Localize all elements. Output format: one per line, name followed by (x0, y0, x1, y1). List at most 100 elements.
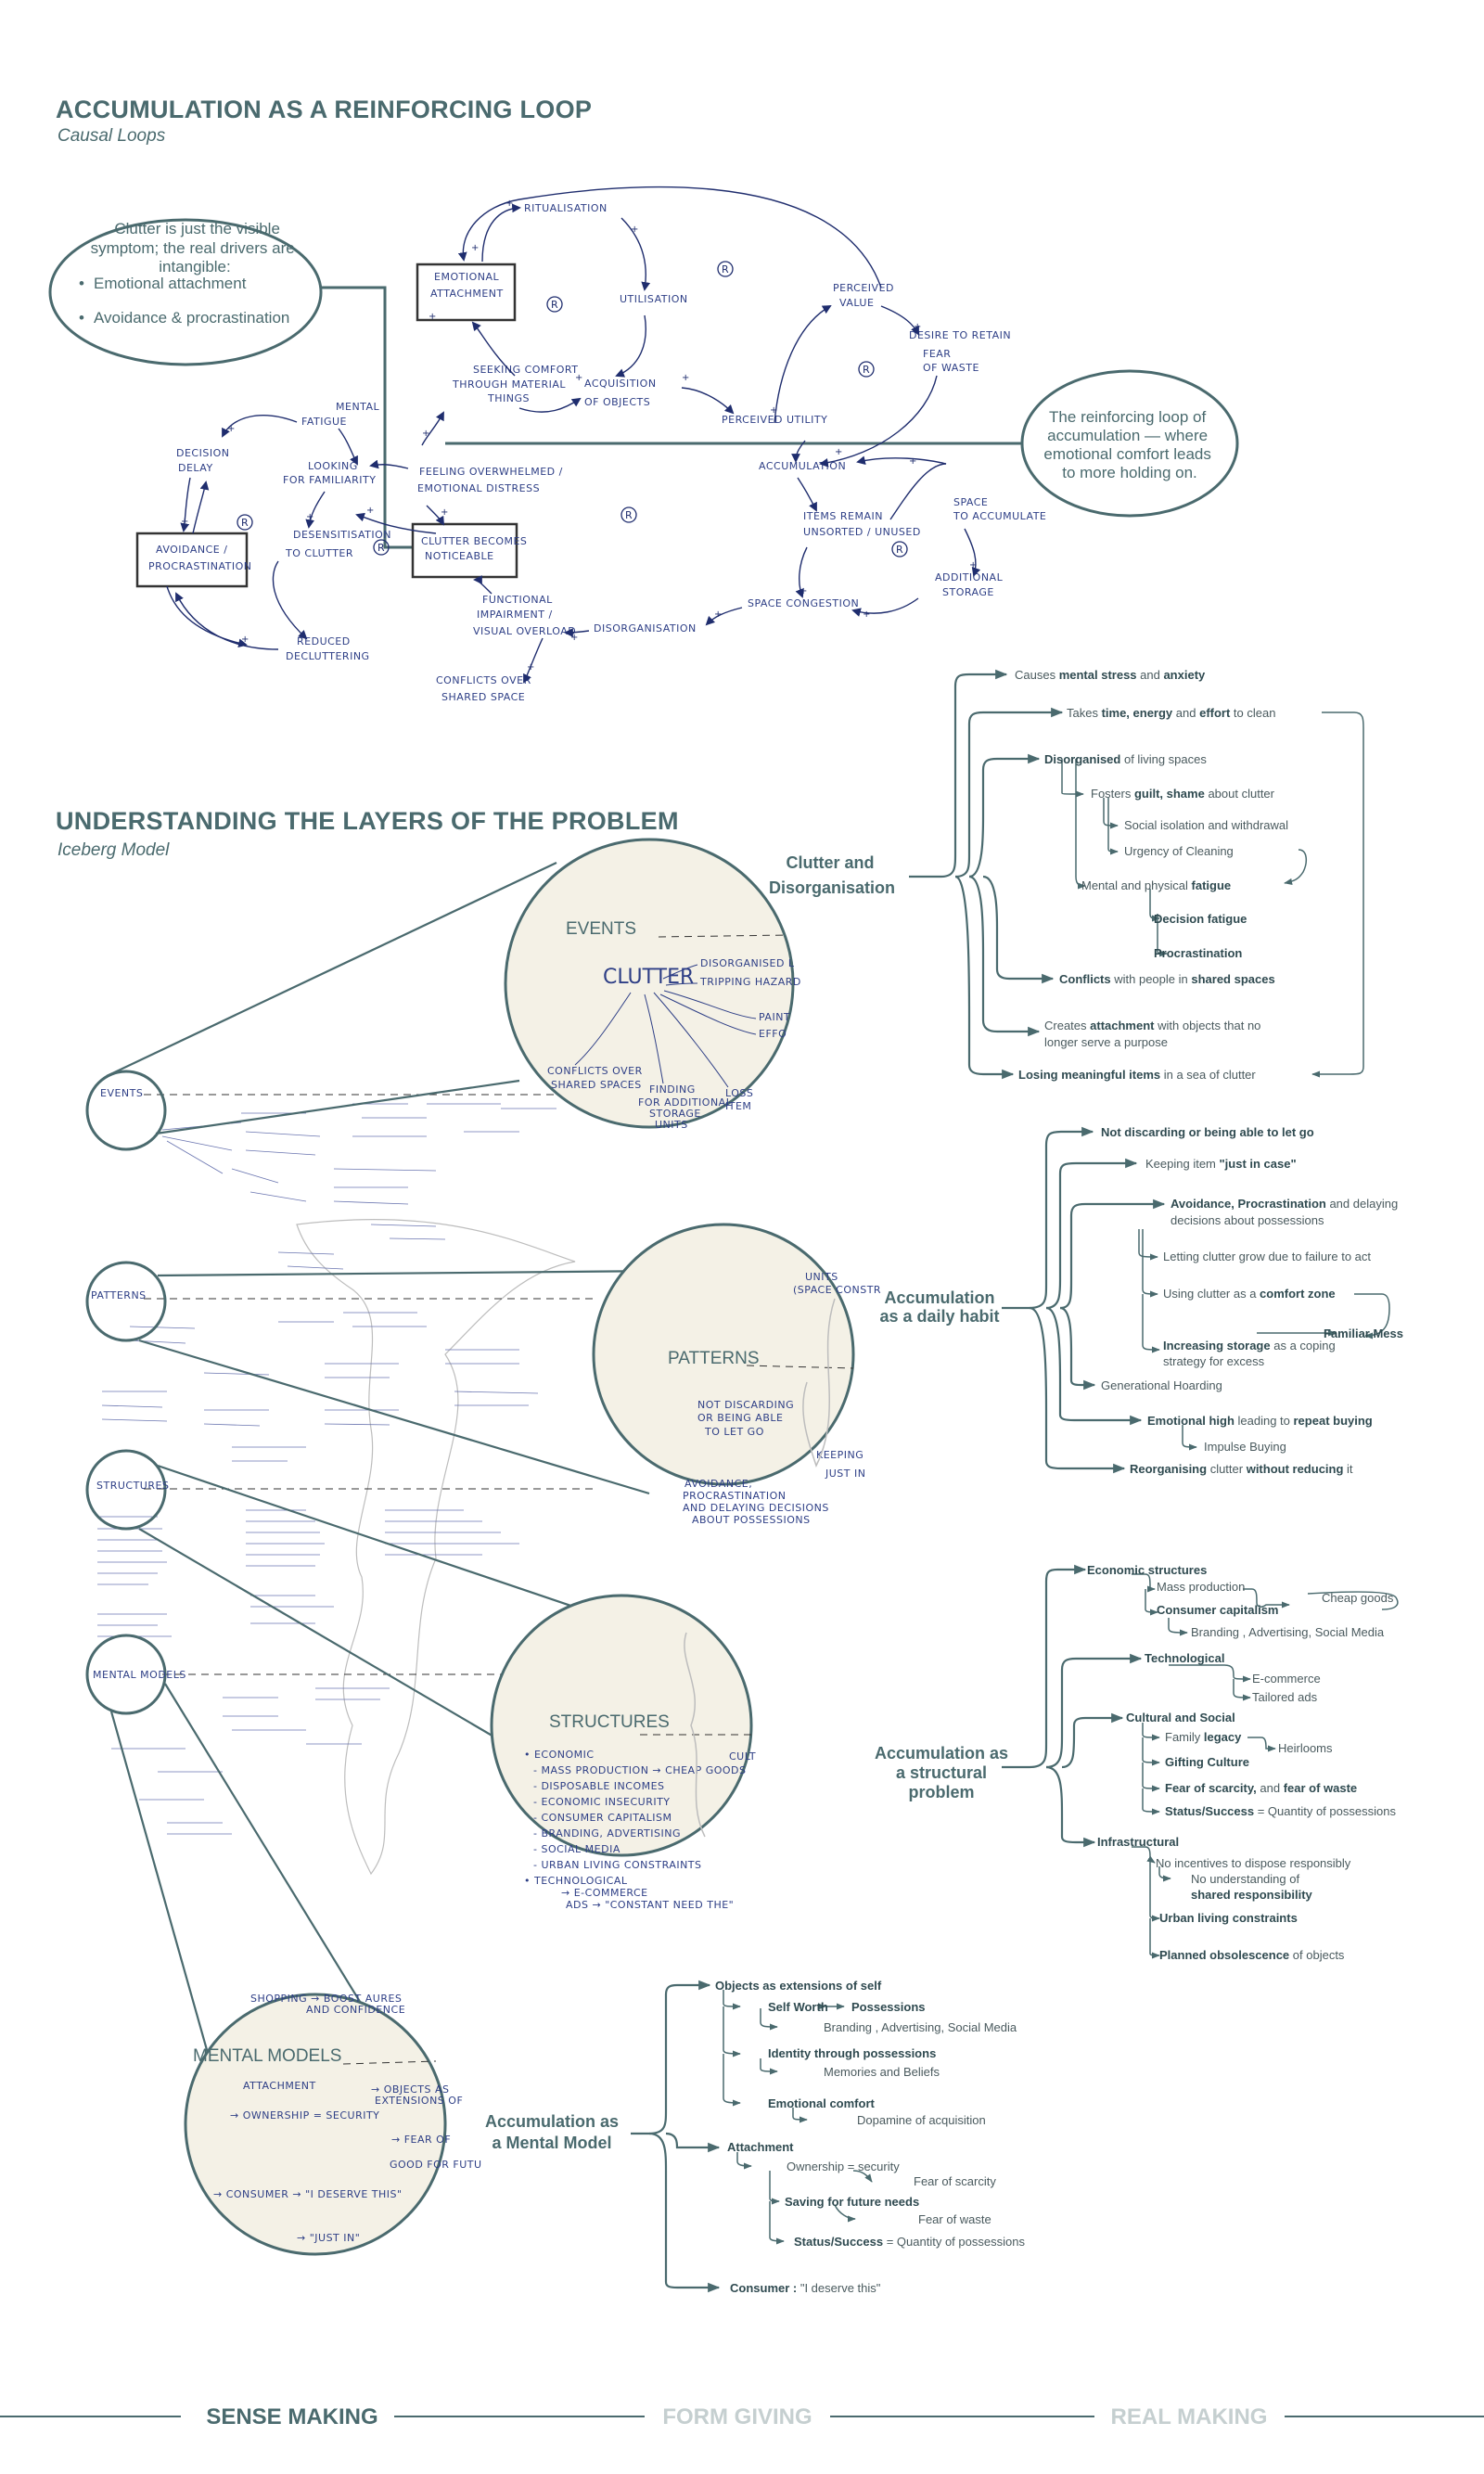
callout-left-line-3: intangible: (159, 258, 231, 276)
mindmap-text-segment: Emotional high (1147, 1414, 1235, 1428)
zoom-mental-item-1: SHOPPING → BOOST AURES (250, 1993, 402, 2005)
node-feeling-overwhelmed-2: EMOTIONAL DISTRESS (417, 482, 540, 494)
mm1-category-2: Disorganisation (769, 878, 895, 897)
zoom-patterns-item-3: TO LET GO (704, 1426, 764, 1438)
mm4-category-2: a Mental Model (492, 2134, 611, 2152)
mindmap-text-segment: Self Worth (768, 2000, 828, 2014)
svg-text:+: + (429, 312, 436, 322)
footer-step-sense-making[interactable]: SENSE MAKING (206, 2404, 377, 2429)
mm3-item-14: Status/Success = Quantity of possessions (1165, 1804, 1396, 1818)
footer-step-real-making[interactable]: REAL MAKING (1111, 2404, 1268, 2429)
callout-right-line-2: accumulation — where (1047, 427, 1208, 444)
mm4-item-11: Fear of scarcity (914, 2174, 996, 2188)
zoom-mental-item-3: ATTACHMENT (243, 2080, 316, 2092)
mindmap-text-segment: Saving for future needs (785, 2195, 919, 2209)
mindmap-text-segment: with objects that no (1155, 1019, 1261, 1032)
node-avoidance-1: AVOIDANCE / (156, 544, 227, 556)
mm3-item-12: Gifting Culture (1165, 1755, 1249, 1769)
mindmap-text-segment: to clean (1230, 706, 1275, 720)
mindmap-text-segment: of living spaces (1120, 752, 1207, 766)
zoom-structures-title: STRUCTURES (549, 1712, 670, 1732)
node-desire-retain-3: OF WASTE (923, 362, 979, 374)
mindmap-text-segment: clutter (1207, 1462, 1247, 1476)
footer-step-form-giving[interactable]: FORM GIVING (662, 2404, 812, 2429)
mindmap-text-segment: decisions about possessions (1171, 1213, 1324, 1227)
node-additional-storage-2: STORAGE (942, 586, 994, 598)
zoom-events-item-8: FOR ADDITIONAL (638, 1096, 733, 1109)
mm3-item-7: E-commerce (1252, 1672, 1321, 1686)
zoom-structures-item-10: → E-COMMERCE (561, 1887, 648, 1899)
mm4-item-6: Memories and Beliefs (824, 2065, 940, 2079)
callout-left-connector (321, 286, 413, 549)
mm2-item-11: Emotional high leading to repeat buying (1147, 1414, 1373, 1428)
svg-text:+: + (527, 662, 534, 673)
mm3-item-19: Urban living constraints (1159, 1911, 1298, 1925)
mindmap-text-segment: about clutter (1205, 787, 1275, 801)
mindmap-text-segment: Status/Success (794, 2235, 883, 2249)
loop-marker-1: R (722, 263, 729, 276)
mindmap-text-segment: legacy (1204, 1730, 1242, 1744)
node-emotional-attachment-2: ATTACHMENT (430, 288, 504, 300)
mm2-item-9: strategy for excess (1163, 1354, 1265, 1368)
mindmap-text-segment: Generational Hoarding (1101, 1378, 1222, 1392)
mm3-item-2: Mass production (1157, 1580, 1245, 1594)
mm3-item-15: Infrastructural (1097, 1835, 1179, 1849)
svg-text:•Emotional attachment: •Emotional attachment (79, 275, 247, 292)
layer-label-structures: STRUCTURES (96, 1480, 169, 1492)
node-perceived-value-1: PERCEIVED (833, 282, 894, 294)
mindmap-text-segment: Technological (1145, 1651, 1224, 1665)
mm4-item-3: Possessions (851, 2000, 926, 2014)
mindmap-text-segment: as a coping (1271, 1339, 1336, 1352)
mindmap-text-segment: Consumer capitalism (1157, 1603, 1279, 1617)
callout-left-bubble (48, 218, 323, 366)
mindmap-text-segment: Cheap goods (1322, 1591, 1394, 1605)
zoom-patterns-item-1: NOT DISCARDING (697, 1399, 794, 1411)
zoom-events-title: EVENTS (566, 919, 636, 939)
zoom-structures-item-9: • TECHNOLOGICAL (524, 1875, 628, 1887)
mindmap-text-segment: fear of waste (1284, 1781, 1357, 1795)
mm3-item-17: No understanding of (1191, 1872, 1299, 1886)
zoom-patterns-title: PATTERNS (668, 1349, 760, 1368)
zoom-patterns: PATTERNS NOT DISCARDING OR BEING ABLE TO… (592, 1223, 881, 1526)
node-space-congestion: SPACE CONGESTION (748, 597, 859, 609)
zoom-mental-models: MENTAL MODELS SHOPPING → BOOST AURES AND… (184, 1993, 481, 2256)
mindmap-text-segment: Consumer : (730, 2281, 797, 2295)
mm1-item-7: Mental and physical fatigue (1081, 878, 1231, 892)
mindmap-text-segment: Family (1165, 1730, 1204, 1744)
mindmap-text-segment: or being able to let go (1185, 1125, 1314, 1139)
zoom-events-item-12: ITEM (725, 1100, 751, 1112)
mm2-item-10: Generational Hoarding (1101, 1378, 1222, 1392)
mindmap-text-segment: effort (1199, 706, 1231, 720)
zoom-structures-item-1: • ECONOMIC (524, 1749, 595, 1761)
mm3-item-13: Fear of scarcity, and fear of waste (1165, 1781, 1357, 1795)
svg-text:+: + (575, 373, 582, 383)
callout-left-line-1: Clutter is just the visible (114, 220, 280, 237)
svg-text:+: + (969, 560, 977, 570)
loop-marker-6: R (625, 509, 633, 521)
zoom-patterns-item-6: AND DELAYING DECISIONS (683, 1502, 829, 1514)
mindmap-text-segment: Conflicts (1059, 972, 1111, 986)
mm3-item-16: No incentives to dispose responsibly (1156, 1856, 1351, 1870)
mindmap-text-segment: Causes (1015, 668, 1059, 682)
zoom-patterns-item-10: UNITS (805, 1271, 838, 1283)
mm3-item-8: Tailored ads (1252, 1690, 1318, 1704)
node-looking-familiarity-1: LOOKING (308, 460, 358, 472)
node-desensitisation-2: TO CLUTTER (285, 547, 353, 559)
mindmap-text-segment: Impulse Buying (1204, 1440, 1286, 1454)
zoom-events-item-6: SHARED SPACES (551, 1079, 642, 1091)
node-additional-storage-1: ADDITIONAL (935, 571, 1004, 583)
box-emotional-attachment (416, 263, 517, 322)
layer-label-patterns: PATTERNS (91, 1289, 147, 1301)
mindmap-text-segment: Disorganised (1044, 752, 1120, 766)
mm3-item-10: Family legacy (1165, 1730, 1242, 1744)
svg-text:+: + (909, 456, 916, 467)
zoom-mental-item-2: AND CONFIDENCE (306, 2004, 405, 2016)
mm4-item-13: Fear of waste (918, 2212, 991, 2226)
mm1-item-1: Causes mental stress and anxiety (1015, 668, 1206, 682)
node-decision-delay-2: DELAY (178, 462, 213, 474)
svg-text:+: + (422, 429, 429, 439)
